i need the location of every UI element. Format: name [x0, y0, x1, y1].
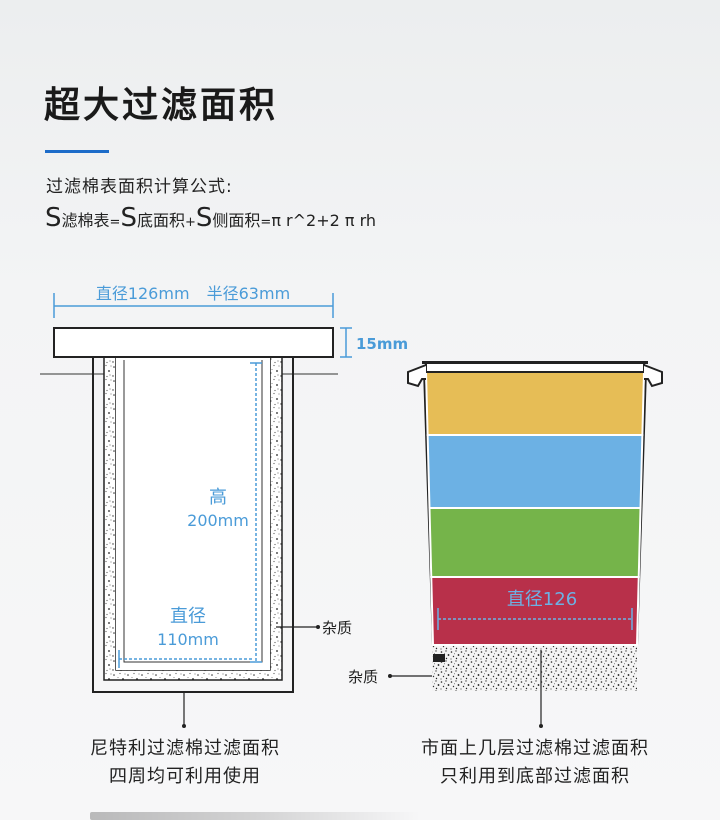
inner-outline	[123, 360, 263, 663]
impurity-clump	[433, 654, 445, 662]
inner-diameter-dimension: 直径 110mm	[118, 606, 254, 668]
formula-symbol: S	[45, 203, 62, 233]
height-label-1: 高	[209, 487, 227, 508]
height-dimension: 高 200mm	[187, 362, 262, 663]
formula-symbol: S	[120, 203, 137, 233]
filter-layer-red	[430, 576, 640, 646]
left-impurity-callout: 杂质	[276, 619, 352, 637]
outer-container	[92, 355, 294, 693]
formula-operator: +	[184, 215, 196, 230]
filter-layer-yellow	[424, 371, 646, 436]
title-underline	[45, 150, 109, 153]
surface-area-formula: S滤棉表=S底面积+S侧面积=π r^2+2 π rh	[45, 203, 376, 233]
filter-layers	[424, 371, 646, 646]
formula-term: 滤棉表	[61, 211, 110, 230]
right-diameter-label: 直径126	[507, 589, 577, 610]
formula-symbol: S	[195, 203, 213, 233]
thickness-label: 15mm	[356, 335, 408, 353]
impurity-label-left: 杂质	[322, 619, 352, 637]
formula-term: 底面积	[136, 211, 185, 230]
left-caption-line1: 尼特利过滤棉过滤面积	[90, 738, 280, 759]
svg-text:直径126mm 半径63mm: 直径126mm 半径63mm	[96, 284, 290, 303]
formula-operator: =	[109, 215, 121, 230]
left-diameter-dimension: 直径126mm 半径63mm	[53, 284, 334, 318]
radius-label: 半径63mm	[207, 284, 291, 303]
formula-rhs: π r^2+2 π rh	[271, 211, 377, 230]
right-caption-line2: 只利用到底部过滤面积	[440, 766, 630, 787]
thickness-dimension: 15mm	[340, 327, 408, 358]
diameter-label: 直径126mm	[96, 284, 190, 303]
left-caption-line2: 四周均可利用使用	[109, 766, 261, 787]
cup-rim	[407, 361, 663, 388]
filter-layer-blue	[426, 434, 644, 509]
page-title: 超大过滤面积	[44, 85, 279, 126]
right-caption-line1: 市面上几层过滤棉过滤面积	[421, 738, 649, 759]
impurity-label-right: 杂质	[348, 668, 378, 686]
formula-label: 过滤棉表面积计算公式:	[46, 177, 233, 197]
formula-term: 侧面积	[212, 211, 261, 230]
formula-operator: =	[260, 215, 272, 230]
bottom-fade-text	[90, 812, 420, 820]
left-caption: 尼特利过滤棉过滤面积 四周均可利用使用	[60, 735, 310, 791]
height-label-2: 200mm	[187, 511, 249, 530]
right-caption: 市面上几层过滤棉过滤面积 只利用到底部过滤面积	[385, 735, 685, 791]
filter-lid	[53, 327, 334, 358]
inner-diameter-label-2: 110mm	[157, 630, 219, 649]
impurity-layer	[432, 645, 637, 691]
inner-chamber	[116, 355, 270, 670]
right-caption-leader-dot	[539, 724, 543, 728]
filter-layer-green	[428, 507, 642, 578]
right-diameter-dimension: 直径126	[437, 589, 633, 630]
left-caption-leader-dot	[182, 724, 186, 728]
inner-diameter-label-1: 直径	[170, 606, 206, 627]
right-impurity-callout: 杂质	[348, 668, 432, 686]
